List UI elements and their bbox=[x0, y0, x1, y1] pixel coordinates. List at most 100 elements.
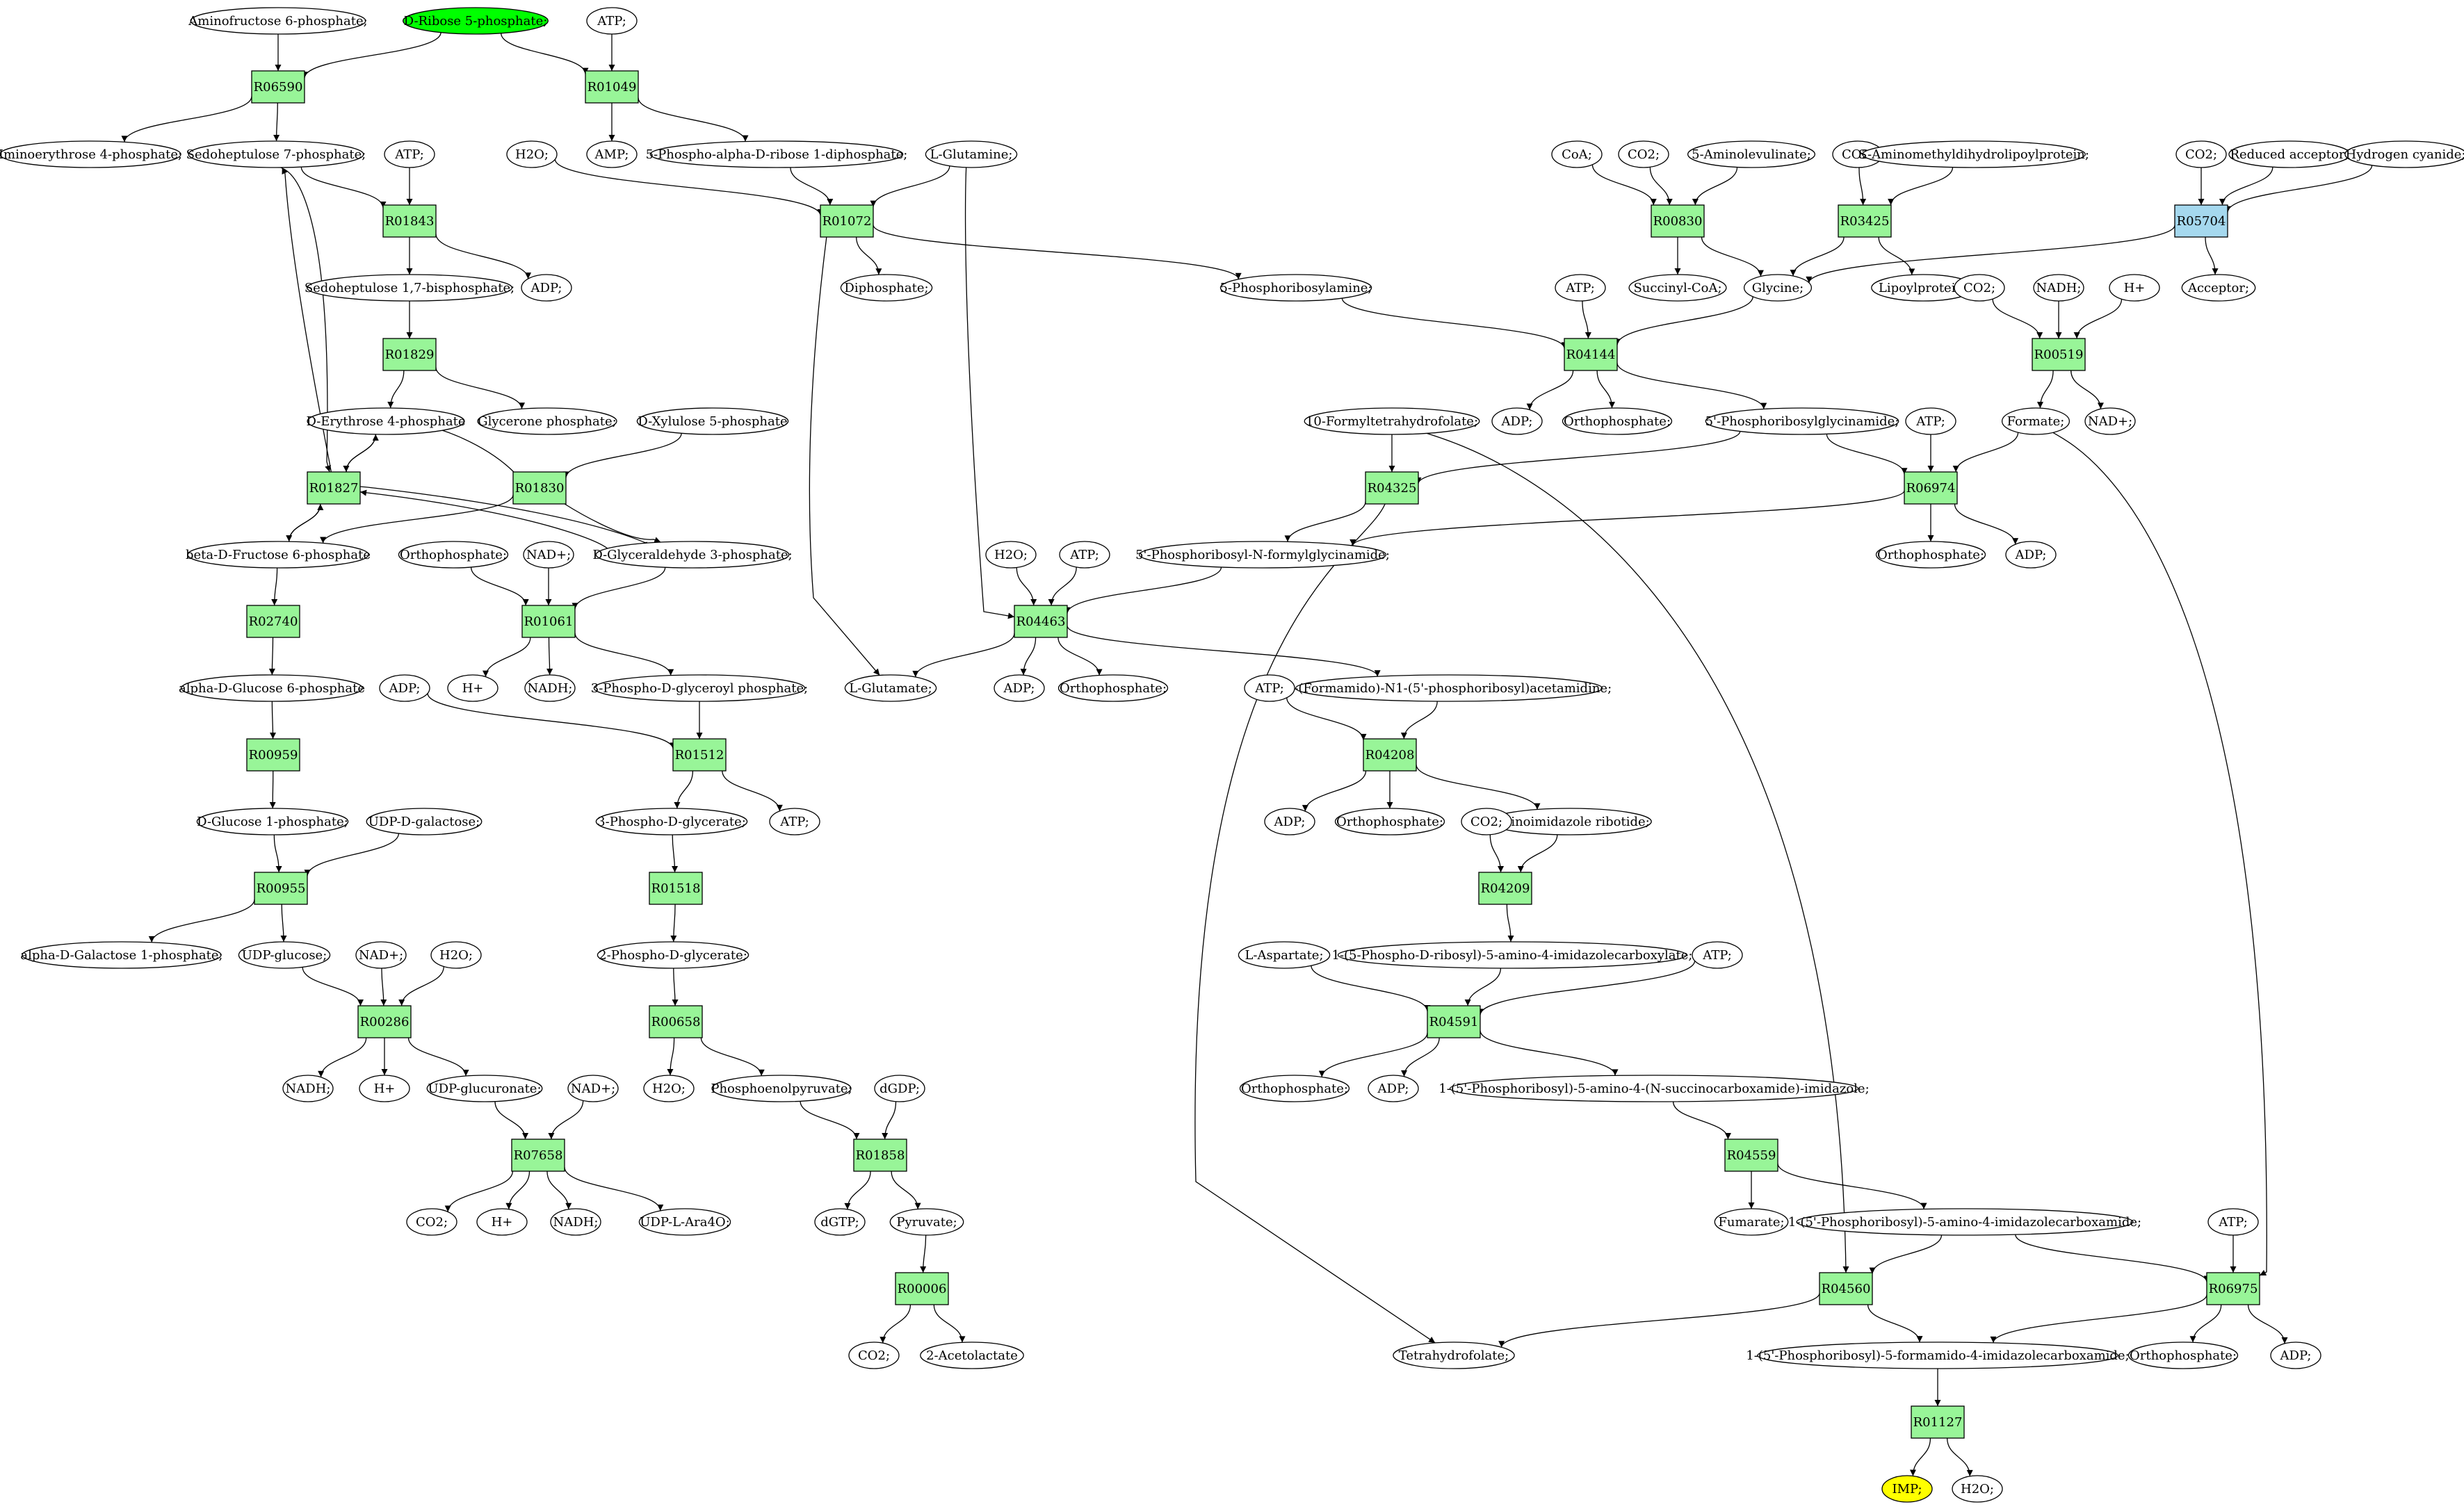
compound-node-nadh[interactable]: NADH; bbox=[524, 674, 576, 702]
compound-node-atp[interactable]: ATP; bbox=[384, 140, 435, 168]
reaction-node-r04325[interactable]: R04325 bbox=[1365, 471, 1419, 505]
compound-node-reduced-acceptor[interactable]: Reduced acceptor; bbox=[2228, 140, 2351, 168]
compound-node-aminofructose-6-phosphate[interactable]: Aminofructose 6-phosphate; bbox=[188, 7, 368, 35]
compound-node-co2[interactable]: CO2; bbox=[1832, 140, 1883, 168]
compound-node-nadh[interactable]: NADH; bbox=[2033, 274, 2084, 302]
compound-node-glycerone-phosphate[interactable]: Glycerone phosphate; bbox=[477, 407, 617, 435]
compound-node-alpha-d-glucose-6-phosphate[interactable]: alpha-D-Glucose 6-phosphate bbox=[179, 674, 365, 702]
compound-node-sedoheptulose-1-7-bisphosphate[interactable]: Sedoheptulose 1,7-bisphosphate; bbox=[305, 274, 514, 302]
compound-node-d-glyceraldehyde-3-phosphate[interactable]: D-Glyceraldehyde 3-phosphate; bbox=[592, 541, 793, 569]
reaction-node-r01072[interactable]: R01072 bbox=[820, 204, 874, 238]
reaction-node-r04591[interactable]: R04591 bbox=[1427, 1005, 1481, 1038]
compound-node-lipoylprotein[interactable]: Lipoylprotein; bbox=[1871, 274, 1975, 302]
reaction-node-r01827[interactable]: R01827 bbox=[307, 471, 361, 505]
compound-node-atp[interactable]: ATP; bbox=[1555, 274, 1606, 302]
compound-node-atp[interactable]: ATP; bbox=[1905, 407, 1956, 435]
compound-node-atp[interactable]: ATP; bbox=[769, 808, 820, 835]
compound-node-nadh[interactable]: NADH; bbox=[550, 1208, 601, 1236]
compound-node-1-5-phosphoribosyl-5-amino-4-imidazolecarboxamide[interactable]: 1-(5'-Phosphoribosyl)-5-amino-4-imidazol… bbox=[1788, 1208, 2141, 1236]
reaction-node-r04463[interactable]: R04463 bbox=[1014, 605, 1068, 638]
compound-node-beta-d-fructose-6-phosphate[interactable]: beta-D-Fructose 6-phosphate bbox=[186, 541, 371, 569]
compound-node-imp[interactable]: IMP; bbox=[1881, 1475, 1933, 1503]
compound-node-2-acetolactate[interactable]: 2-Acetolactate bbox=[920, 1341, 1024, 1369]
compound-node-orthophosphate[interactable]: Orthophosphate; bbox=[1057, 674, 1169, 702]
compound-node-co2[interactable]: CO2; bbox=[1954, 274, 2005, 302]
compound-node-atp[interactable]: ATP; bbox=[586, 7, 638, 35]
reaction-node-r06590[interactable]: R06590 bbox=[251, 70, 305, 104]
compound-node-10-formyltetrahydrofolate[interactable]: 10-Formyltetrahydrofolate; bbox=[1304, 407, 1480, 435]
compound-node-coa[interactable]: CoA; bbox=[1551, 140, 1603, 168]
compound-node-l-aspartate[interactable]: L-Aspartate; bbox=[1238, 941, 1331, 969]
compound-node-dgtp[interactable]: dGTP; bbox=[814, 1208, 866, 1236]
compound-node-1-5-phosphoribosyl-5-amino-4-n-succinocarboxamide-imidazole[interactable]: 1-(5'-Phosphoribosyl)-5-amino-4-(N-succi… bbox=[1438, 1075, 1870, 1102]
compound-node-orthophosphate[interactable]: Orthophosphate; bbox=[2127, 1341, 2239, 1369]
reaction-node-r00830[interactable]: R00830 bbox=[1651, 204, 1705, 238]
compound-node-1-5-phospho-d-ribosyl-5-amino-4-imidazolecarboxylate[interactable]: 1-(5-Phospho-D-ribosyl)-5-amino-4-imidaz… bbox=[1332, 941, 1693, 969]
reaction-node-r04560[interactable]: R04560 bbox=[1819, 1272, 1873, 1305]
compound-node-udp-glucuronate[interactable]: UDP-glucuronate; bbox=[426, 1075, 543, 1102]
compound-node-h2o[interactable]: H2O; bbox=[643, 1075, 695, 1102]
compound-node-l-glutamine[interactable]: L-Glutamine; bbox=[925, 140, 1018, 168]
compound-node-formate[interactable]: Formate; bbox=[2001, 407, 2070, 435]
reaction-node-r04144[interactable]: R04144 bbox=[1564, 338, 1618, 371]
compound-node-orthophosphate[interactable]: Orthophosphate; bbox=[398, 541, 509, 569]
compound-node-dgdp[interactable]: dGDP; bbox=[874, 1075, 925, 1102]
compound-node-5-aminolevulinate[interactable]: 5-Aminolevulinate; bbox=[1687, 140, 1816, 168]
compound-node-co2[interactable]: CO2; bbox=[406, 1208, 457, 1236]
reaction-node-r01049[interactable]: R01049 bbox=[585, 70, 639, 104]
reaction-node-r04208[interactable]: R04208 bbox=[1363, 738, 1417, 772]
compound-node-2-formamido-n1-5-phosphoribosyl-acetamidine[interactable]: 2-(Formamido)-N1-(5'-phosphoribosyl)acet… bbox=[1286, 674, 1612, 702]
reaction-node-r00959[interactable]: R00959 bbox=[246, 738, 300, 772]
compound-node-co2[interactable]: CO2; bbox=[1618, 140, 1669, 168]
compound-node-nad[interactable]: NAD+; bbox=[567, 1075, 619, 1102]
compound-node-udp-glucose[interactable]: UDP-glucose; bbox=[238, 941, 331, 969]
reaction-node-r01829[interactable]: R01829 bbox=[382, 338, 437, 371]
compound-node-hydrogen-cyanide[interactable]: Hydrogen cyanide; bbox=[2344, 140, 2464, 168]
compound-node-succinyl-coa[interactable]: Succinyl-CoA; bbox=[1628, 274, 1727, 302]
compound-node-h2o[interactable]: H2O; bbox=[506, 140, 558, 168]
compound-node-d-glucose-1-phosphate[interactable]: D-Glucose 1-phosphate; bbox=[196, 808, 349, 835]
compound-node-adp[interactable]: ADP; bbox=[521, 274, 572, 302]
compound-node-5-phosphoribosylamine[interactable]: 5-Phosphoribosylamine; bbox=[1219, 274, 1372, 302]
compound-node-atp[interactable]: ATP; bbox=[2207, 1208, 2259, 1236]
compound-node-tetrahydrofolate[interactable]: Tetrahydrofolate; bbox=[1393, 1341, 1515, 1369]
compound-node-alpha-d-galactose-1-phosphate[interactable]: alpha-D-Galactose 1-phosphate; bbox=[20, 941, 223, 969]
compound-node-iminoerythrose-4-phosphate[interactable]: Iminoerythrose 4-phosphate; bbox=[0, 140, 182, 168]
compound-node-co2[interactable]: CO2; bbox=[2175, 140, 2227, 168]
compound-node-h[interactable]: H+ bbox=[476, 1208, 528, 1236]
reaction-node-r00006[interactable]: R00006 bbox=[895, 1272, 949, 1305]
compound-node-atp[interactable]: ATP; bbox=[1059, 541, 1110, 569]
compound-node-co2[interactable]: CO2; bbox=[1461, 808, 1512, 835]
compound-node-adp[interactable]: ADP; bbox=[2005, 541, 2057, 569]
compound-node-adp[interactable]: ADP; bbox=[1368, 1075, 1419, 1102]
compound-node-amp[interactable]: AMP; bbox=[586, 140, 638, 168]
reaction-node-r06975[interactable]: R06975 bbox=[2206, 1272, 2260, 1305]
reaction-node-r01512[interactable]: R01512 bbox=[672, 738, 727, 772]
compound-node-pyruvate[interactable]: Pyruvate; bbox=[889, 1208, 964, 1236]
compound-node-h[interactable]: H+ bbox=[2109, 274, 2160, 302]
compound-node-adp[interactable]: ADP; bbox=[2270, 1341, 2321, 1369]
compound-node-h[interactable]: H+ bbox=[447, 674, 499, 702]
compound-node-d-erythrose-4-phosphate[interactable]: D-Erythrose 4-phosphate bbox=[306, 407, 466, 435]
compound-node-co2[interactable]: CO2; bbox=[848, 1341, 900, 1369]
reaction-node-r03425[interactable]: R03425 bbox=[1838, 204, 1892, 238]
compound-node-h[interactable]: H+ bbox=[359, 1075, 410, 1102]
compound-node-sedoheptulose-7-phosphate[interactable]: Sedoheptulose 7-phosphate; bbox=[186, 140, 366, 168]
compound-node-adp[interactable]: ADP; bbox=[1491, 407, 1543, 435]
compound-node-s-aminomethyldihydrolipoylprotein[interactable]: S-Aminomethyldihydrolipoylprotein; bbox=[1858, 140, 2089, 168]
compound-node-glycine[interactable]: Glycine; bbox=[1743, 274, 1813, 302]
compound-node-adp[interactable]: ADP; bbox=[994, 674, 1045, 702]
compound-node-5-phospho-alpha-d-ribose-1-diphosphate[interactable]: 5-Phospho-alpha-D-ribose 1-diphosphate; bbox=[646, 140, 908, 168]
reaction-node-r01830[interactable]: R01830 bbox=[512, 471, 567, 505]
compound-node-diphosphate[interactable]: Diphosphate; bbox=[840, 274, 933, 302]
compound-node-acceptor[interactable]: Acceptor; bbox=[2181, 274, 2256, 302]
compound-node-5-phosphoribosylglycinamide[interactable]: 5'-Phosphoribosylglycinamide; bbox=[1705, 407, 1899, 435]
compound-node-d-ribose-5-phosphate[interactable]: D-Ribose 5-phosphate; bbox=[403, 7, 549, 35]
reaction-node-r02740[interactable]: R02740 bbox=[246, 605, 300, 638]
reaction-node-r01061[interactable]: R01061 bbox=[521, 605, 576, 638]
compound-node-3-phospho-d-glycerate[interactable]: 3-Phospho-D-glycerate; bbox=[595, 808, 748, 835]
compound-node-h2o[interactable]: H2O; bbox=[985, 541, 1037, 569]
compound-node-adp[interactable]: ADP; bbox=[1264, 808, 1315, 835]
compound-node-3-phospho-d-glyceroyl-phosphate[interactable]: 3-Phospho-D-glyceroyl phosphate; bbox=[591, 674, 808, 702]
compound-node-orthophosphate[interactable]: Orthophosphate; bbox=[1562, 407, 1673, 435]
